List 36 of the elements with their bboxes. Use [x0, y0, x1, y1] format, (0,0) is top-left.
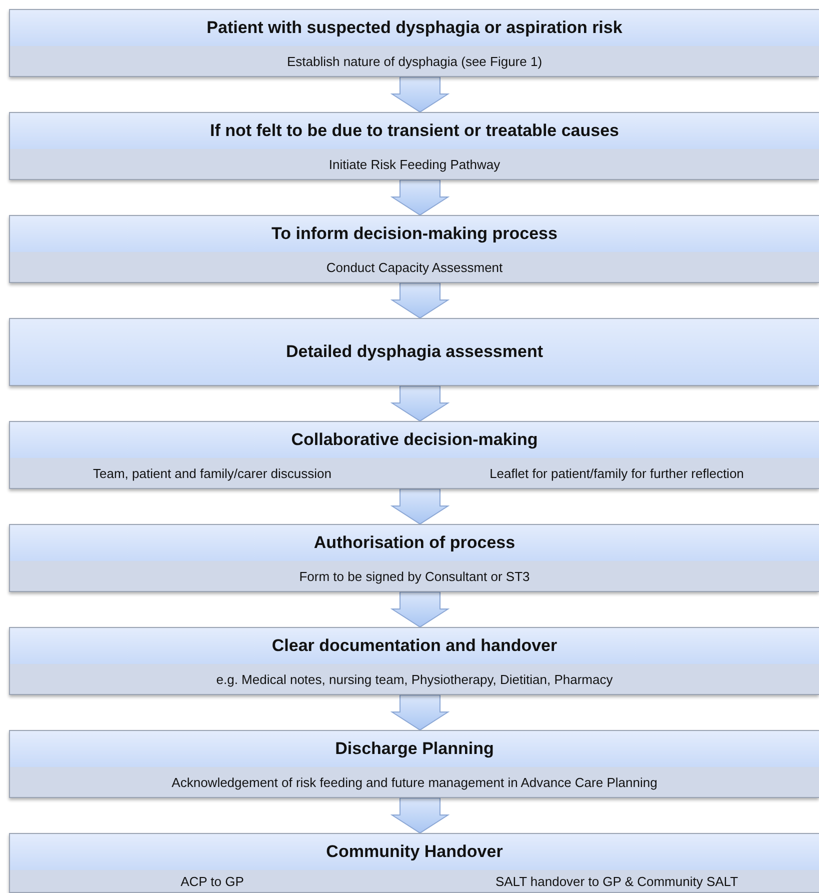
block-arrow — [390, 592, 450, 628]
block-arrow — [390, 694, 450, 731]
step-detail: Team, patient and family/carer discussion — [92, 466, 332, 480]
process-box — [9, 524, 819, 592]
process-box — [9, 9, 819, 77]
step-title: Patient with suspected dysphagia or aspiration risk — [206, 18, 622, 38]
step-detail: e.g. Medical notes, nursing team, Physiotherapy, Dietitian, Pharmacy — [215, 672, 614, 686]
step-detail: SALT handover to GP & Community SALT — [494, 874, 740, 888]
block-arrow — [390, 488, 450, 525]
process-box — [9, 215, 819, 283]
block-arrow — [390, 180, 450, 216]
process-box — [9, 318, 819, 386]
step-detail: ACP to GP — [180, 874, 245, 888]
process-box — [9, 112, 819, 180]
step-title: Detailed dysphagia assessment — [286, 342, 543, 362]
block-arrow — [390, 282, 450, 319]
step-detail: Initiate Risk Feeding Pathway — [328, 156, 502, 172]
process-box — [9, 730, 819, 798]
step-title: Authorisation of process — [314, 533, 516, 553]
step-title: Discharge Planning — [335, 739, 494, 759]
step-title: If not felt to be due to transient or treatable causes — [210, 121, 619, 141]
step-title: Community Handover — [326, 842, 503, 862]
step-title: Collaborative decision-making — [291, 430, 538, 450]
step-detail: Form to be signed by Consultant or ST3 — [298, 568, 531, 584]
step-title: To inform decision-making process — [272, 224, 558, 244]
process-box — [9, 833, 819, 893]
step-detail: Conduct Capacity Assessment — [325, 260, 504, 274]
process-box — [9, 627, 819, 695]
block-arrow — [390, 798, 450, 834]
block-arrow — [390, 76, 450, 113]
step-detail: Acknowledgement of risk feeding and future management in Advance Care Planning — [170, 774, 658, 790]
block-arrow — [390, 386, 450, 422]
step-detail: Leaflet for patient/family for further reflection — [488, 466, 745, 480]
step-detail: Establish nature of dysphagia (see Figure 1) — [286, 54, 544, 68]
step-title: Clear documentation and handover — [272, 636, 558, 656]
process-box — [9, 421, 819, 489]
